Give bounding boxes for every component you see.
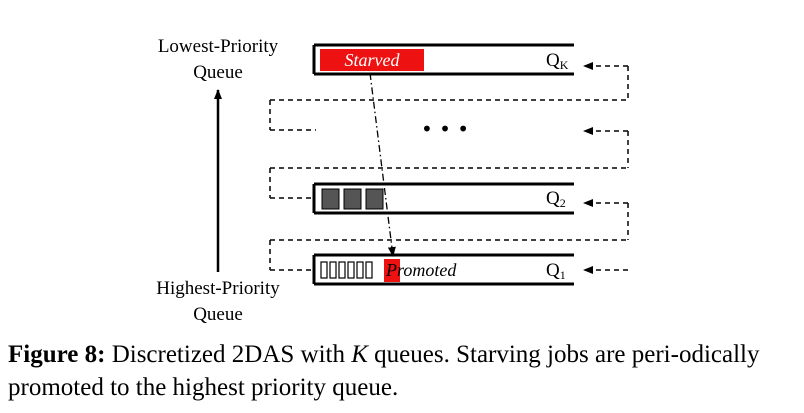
caption-label: Figure 8: bbox=[8, 341, 106, 368]
figure-8-diagram: Lowest-Priority Queue Highest-Priority Q… bbox=[156, 36, 629, 325]
lowest-priority-queue-label: Queue bbox=[193, 62, 243, 83]
caption-variable: K bbox=[351, 341, 368, 368]
small-job bbox=[320, 261, 328, 279]
starved-label: Starved bbox=[345, 50, 401, 70]
queue-k-label: QK bbox=[546, 50, 569, 72]
queue-1: Promoted Q1 bbox=[312, 253, 574, 286]
queue-k: Starved QK bbox=[312, 43, 574, 76]
caption-text-1: Discretized 2DAS with bbox=[105, 341, 352, 368]
job-block bbox=[343, 188, 362, 210]
queue-2: Q2 bbox=[312, 182, 574, 215]
ellipsis: • • • bbox=[421, 117, 469, 141]
queue-1-label: Q1 bbox=[546, 260, 566, 282]
small-job bbox=[356, 261, 364, 279]
small-job bbox=[365, 261, 373, 279]
promoted-job-block bbox=[384, 259, 400, 282]
caption-text-2: queues. Starving jobs are peri-odically … bbox=[8, 341, 760, 401]
highest-priority-queue-label: Queue bbox=[193, 304, 243, 325]
figure-caption: Figure 8: Discretized 2DAS with K queues… bbox=[8, 338, 798, 404]
highest-priority-label: Highest-Priority bbox=[156, 278, 280, 299]
queue-2-label: Q2 bbox=[546, 188, 566, 210]
job-block bbox=[365, 188, 384, 210]
promoted-label: Promoted bbox=[385, 260, 457, 280]
small-job bbox=[338, 261, 346, 279]
lowest-priority-label: Lowest-Priority bbox=[158, 36, 279, 57]
promotion-arrow bbox=[369, 72, 396, 257]
job-block bbox=[321, 188, 340, 210]
small-job bbox=[329, 261, 337, 279]
small-job bbox=[347, 261, 355, 279]
starved-job-block bbox=[320, 49, 424, 71]
